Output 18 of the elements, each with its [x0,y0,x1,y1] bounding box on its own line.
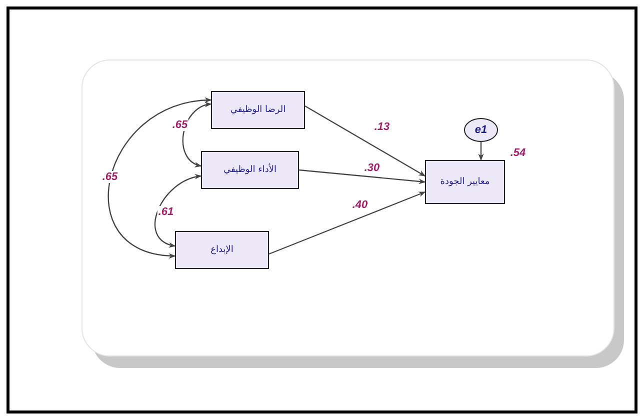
edge-label: .61 [157,206,175,218]
arrow [304,105,426,177]
arrow [268,191,426,255]
edge-label: .40 [351,199,369,211]
arrow [182,102,212,167]
variable-box: معايير الجودة [425,160,505,204]
variable-box: الإبداع [175,231,269,269]
variable-box: الأداء الوظيفي [201,151,299,189]
edge-label: .30 [363,162,381,174]
r-squared-label: .54 [509,147,527,159]
edge-label: .65 [101,171,119,183]
arrow [478,142,484,161]
variable-box: الرضا الوظيفي [211,91,305,129]
arrow [298,169,426,184]
edge-label: .65 [171,119,189,131]
arrow [154,174,202,247]
arrow [108,98,212,258]
edge-label: .13 [373,121,391,133]
